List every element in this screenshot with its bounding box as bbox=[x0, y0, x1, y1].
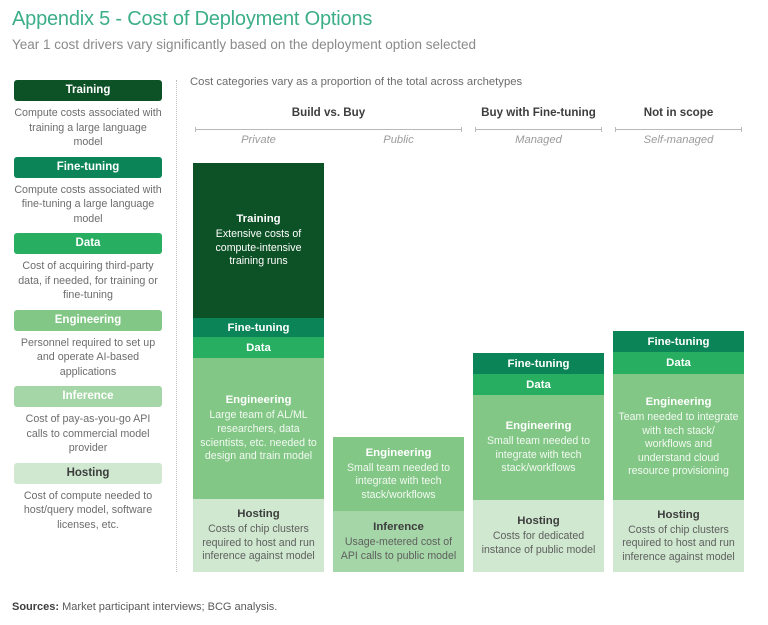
column-subheader-self-managed: Self-managed bbox=[643, 134, 714, 146]
sources-note: Sources: Market participant interviews; … bbox=[12, 601, 277, 613]
legend-chip-label: Inference bbox=[14, 386, 162, 407]
group-header-row: Build vs. Buy Buy with Fine-tuning Not in … bbox=[193, 106, 745, 132]
segment-description: Large team of AL/ML researchers, data sc… bbox=[200, 409, 317, 463]
bar-segment-fine-tuning[interactable]: Fine-tuning bbox=[473, 353, 604, 374]
segment-description: Small team needed to integrate with tech… bbox=[486, 435, 591, 475]
group-header-rule bbox=[195, 127, 462, 132]
chart-note: Cost categories vary as a proportion of … bbox=[190, 76, 523, 88]
bar-segment-data[interactable]: Data bbox=[193, 337, 324, 358]
legend-description: Compute costs associated with fine-tunin… bbox=[14, 183, 162, 225]
sources-label: Sources: bbox=[12, 601, 60, 613]
bar-segment-data[interactable]: Data bbox=[613, 352, 744, 374]
column-subheader-row: Private Public Managed Self-managed bbox=[193, 134, 745, 152]
legend-description: Cost of acquiring third-party data, if n… bbox=[18, 260, 158, 301]
segment-label: Engineering bbox=[365, 446, 432, 459]
column-subheader-public: Public bbox=[383, 134, 414, 146]
segment-description: Usage-metered cost of API calls to publi… bbox=[340, 535, 457, 562]
legend-chip-label: Engineering bbox=[14, 309, 162, 331]
segment-label: Hosting bbox=[657, 508, 700, 521]
legend-chip-label: Data bbox=[14, 233, 162, 254]
segment-description: Costs of chip clusters required to host … bbox=[622, 523, 735, 563]
segment-description: Team needed to integrate with tech stack… bbox=[618, 411, 739, 478]
segment-description: Costs for dedicated instance of public m… bbox=[481, 530, 596, 556]
segment-description: Extensive costs of compute-intensive tra… bbox=[215, 228, 302, 268]
segment-label: Data bbox=[246, 341, 271, 354]
legend-description: Cost of compute needed to host/query mod… bbox=[23, 489, 153, 531]
group-header-label: Not in scope bbox=[643, 106, 714, 119]
page-title: Appendix 5 - Cost of Deployment Options bbox=[12, 8, 373, 30]
legend-chip-label: Hosting bbox=[14, 462, 162, 484]
segment-label: Training bbox=[236, 213, 281, 226]
legend-description: Compute costs associated with training a… bbox=[14, 107, 162, 148]
segment-label: Fine-tuning bbox=[507, 357, 570, 370]
legend-description: Cost of pay-as-you-go API calls to comme… bbox=[25, 413, 151, 454]
segment-description: Costs of chip clusters required to host … bbox=[202, 523, 315, 563]
legend-chip-label: Fine-tuning bbox=[14, 156, 162, 178]
legend-chip-label: Training bbox=[14, 80, 162, 101]
segment-description: Small team needed to integrate with tech… bbox=[346, 461, 451, 501]
segment-label: Hosting bbox=[517, 515, 560, 528]
segment-label: Fine-tuning bbox=[647, 335, 710, 348]
bar-segment-data[interactable]: Data bbox=[473, 374, 604, 395]
segment-label: Fine-tuning bbox=[227, 321, 290, 334]
group-header-rule bbox=[475, 127, 602, 132]
column-subheader-managed: Managed bbox=[515, 134, 562, 146]
sources-text: Market participant interviews; BCG analy… bbox=[59, 601, 278, 613]
page-subtitle: Year 1 cost drivers vary significantly b… bbox=[12, 37, 477, 52]
bar-segment-fine-tuning[interactable]: Fine-tuning bbox=[613, 331, 744, 352]
segment-label: Engineering bbox=[645, 396, 712, 409]
column-subheader-private: Private bbox=[241, 134, 276, 146]
bar-segment-fine-tuning[interactable]: Fine-tuning bbox=[193, 318, 324, 337]
group-header-rule bbox=[615, 127, 742, 132]
legend-description: Personnel required to set up and operate… bbox=[20, 336, 156, 378]
vertical-divider bbox=[176, 80, 177, 572]
segment-label: Data bbox=[666, 357, 691, 369]
group-header-label: Build vs. Buy bbox=[291, 106, 366, 119]
group-header-label: Buy with Fine-tuning bbox=[481, 106, 596, 119]
segment-label: Engineering bbox=[225, 394, 292, 407]
segment-label: Engineering bbox=[505, 420, 572, 433]
segment-label: Inference bbox=[373, 520, 424, 533]
segment-label: Hosting bbox=[237, 508, 280, 521]
segment-label: Data bbox=[526, 378, 551, 391]
